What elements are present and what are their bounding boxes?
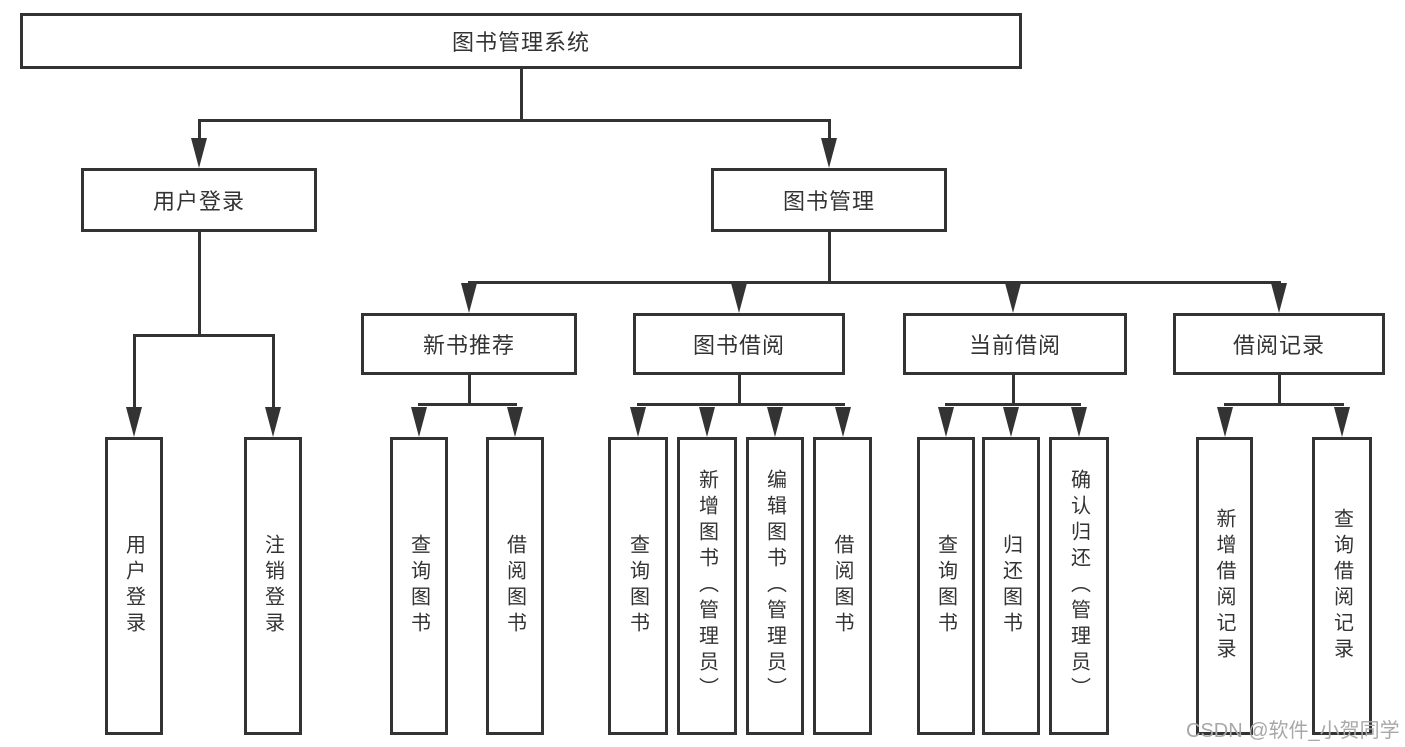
arrowhead-add-borrow-record <box>1217 407 1233 437</box>
leaf-borrow-books: 借阅图书 <box>813 437 872 735</box>
leaf-confirm-return-admin: 确认归还（管理员） <box>1049 437 1109 735</box>
arrowhead-query-books-b <box>630 407 646 437</box>
node-label: 借阅记录 <box>1232 333 1325 358</box>
connector-current-borrow-stem <box>1012 375 1015 406</box>
arrowhead-book-management <box>821 138 837 168</box>
arrowhead-query-borrow-record <box>1334 407 1350 437</box>
arrowhead-borrow-records <box>1271 283 1287 313</box>
connector-book-borrow-rail <box>637 403 845 406</box>
connector-book-management-stem <box>828 232 831 283</box>
connector-drop-leaf-user-login <box>133 334 136 412</box>
arrowhead-leaf-user-login <box>126 407 142 437</box>
arrowhead-confirm-return <box>1071 407 1087 437</box>
node-label: 当前借阅 <box>968 333 1061 358</box>
arrowhead-borrow-books-a <box>507 407 523 437</box>
leaf-label: 注销登录 <box>261 534 284 638</box>
arrowhead-current-borrow <box>1005 283 1021 313</box>
leaf-query-books-borrow: 查询图书 <box>608 437 668 735</box>
node-book-management: 图书管理 <box>711 168 947 232</box>
arrowhead-leaf-logout <box>265 407 281 437</box>
arrowhead-borrow-books-b <box>835 407 851 437</box>
connector-level3-rail <box>468 281 1281 284</box>
node-label: 图书管理 <box>782 189 875 214</box>
connector-borrow-records-stem <box>1278 375 1281 406</box>
leaf-label: 新增借阅记录 <box>1213 508 1235 664</box>
arrowhead-query-books-a <box>411 407 427 437</box>
leaf-label: 借阅图书 <box>503 534 526 638</box>
node-current-borrow: 当前借阅 <box>903 313 1127 375</box>
leaf-label: 查询图书 <box>934 534 957 638</box>
leaf-label: 归还图书 <box>999 534 1022 638</box>
arrowhead-add-books <box>699 407 715 437</box>
connector-new-book-recommend-rail <box>418 403 517 406</box>
arrowhead-edit-books <box>767 407 783 437</box>
leaf-query-books-current: 查询图书 <box>917 437 975 735</box>
leaf-label: 新增图书（管理员） <box>695 469 718 703</box>
connector-user-login-rail <box>133 334 275 337</box>
leaf-label: 查询图书 <box>626 534 649 638</box>
leaf-label: 借阅图书 <box>831 534 853 638</box>
connector-new-book-recommend-stem <box>468 375 471 406</box>
connector-book-borrow-stem <box>738 375 741 406</box>
node-label: 图书借阅 <box>692 333 785 358</box>
leaf-edit-books-admin: 编辑图书（管理员） <box>746 437 804 735</box>
leaf-label: 用户登录 <box>122 534 145 638</box>
leaf-add-books-admin: 新增图书（管理员） <box>677 437 737 735</box>
connector-current-borrow-rail <box>945 403 1081 406</box>
leaf-query-books-recommend: 查询图书 <box>390 437 448 735</box>
arrowhead-book-borrow <box>731 283 747 313</box>
node-library-management-system: 图书管理系统 <box>20 13 1022 69</box>
leaf-label: 查询图书 <box>407 534 430 638</box>
connector-user-login-stem <box>198 232 201 336</box>
connector-level2-rail <box>198 119 831 122</box>
node-label: 新书推荐 <box>422 333 515 358</box>
connector-drop-user-login <box>198 119 201 145</box>
connector-drop-leaf-logout <box>272 334 275 412</box>
node-user-login: 用户登录 <box>81 168 317 232</box>
node-new-book-recommend: 新书推荐 <box>361 313 577 375</box>
csdn-watermark: CSDN @软件_小贺同学 <box>1186 720 1400 742</box>
connector-root-stem <box>520 69 523 120</box>
arrowhead-return-books <box>1003 407 1019 437</box>
node-label: 用户登录 <box>152 189 245 214</box>
leaf-return-books: 归还图书 <box>982 437 1040 735</box>
node-label: 图书管理系统 <box>451 30 590 55</box>
node-book-borrow: 图书借阅 <box>633 313 845 375</box>
leaf-logout: 注销登录 <box>244 437 302 735</box>
connector-borrow-records-rail <box>1224 403 1344 406</box>
node-borrow-records: 借阅记录 <box>1173 313 1385 375</box>
arrowhead-query-books-c <box>938 407 954 437</box>
leaf-label: 确认归还（管理员） <box>1067 469 1090 703</box>
leaf-user-login: 用户登录 <box>105 437 163 735</box>
connector-drop-book-management <box>828 119 831 145</box>
arrowhead-new-book-recommend <box>461 283 477 313</box>
leaf-borrow-books-recommend: 借阅图书 <box>486 437 544 735</box>
arrowhead-user-login <box>191 138 207 168</box>
leaf-query-borrow-record: 查询借阅记录 <box>1312 437 1372 735</box>
leaf-add-borrow-record: 新增借阅记录 <box>1196 437 1253 735</box>
leaf-label: 编辑图书（管理员） <box>763 469 786 703</box>
leaf-label: 查询借阅记录 <box>1330 508 1353 664</box>
